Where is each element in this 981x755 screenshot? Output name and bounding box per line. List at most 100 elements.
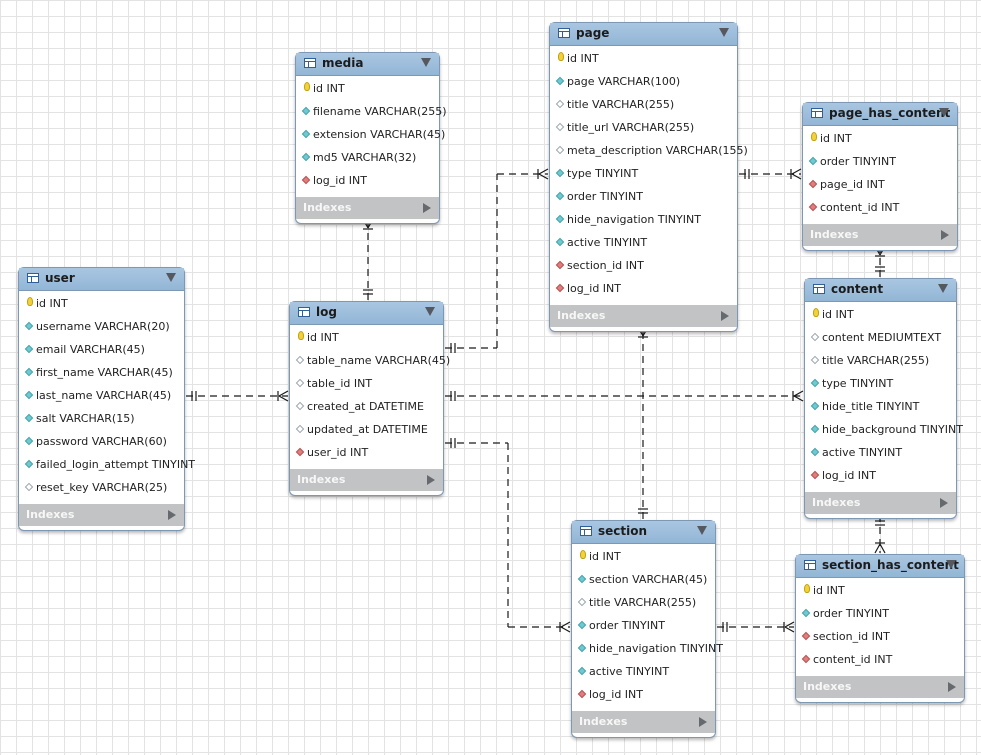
column-row[interactable]: log_id INT <box>805 464 956 487</box>
column-row[interactable]: user_id INT <box>290 441 443 464</box>
column-row[interactable]: table_name VARCHAR(45) <box>290 349 450 372</box>
column-row[interactable]: order TINYINT <box>796 602 964 625</box>
column-row[interactable]: order TINYINT <box>550 185 737 208</box>
collapse-triangle-icon[interactable] <box>697 526 707 535</box>
expand-triangle-icon[interactable] <box>423 203 431 213</box>
expand-triangle-icon[interactable] <box>168 510 176 520</box>
column-row[interactable]: last_name VARCHAR(45) <box>19 384 184 407</box>
column-row[interactable]: reset_key VARCHAR(25) <box>19 476 184 499</box>
column-row[interactable]: title_url VARCHAR(255) <box>550 116 737 139</box>
column-row[interactable]: hide_title TINYINT <box>805 395 956 418</box>
collapse-triangle-icon[interactable] <box>421 58 431 67</box>
column-row[interactable]: page_id INT <box>803 173 957 196</box>
table-header[interactable]: page_has_content <box>803 103 957 126</box>
indexes-section[interactable]: Indexes <box>296 197 439 219</box>
column-row[interactable]: active TINYINT <box>572 660 715 683</box>
column-row[interactable]: meta_description VARCHAR(155) <box>550 139 748 162</box>
column-row[interactable]: title VARCHAR(255) <box>572 591 715 614</box>
indexes-section[interactable]: Indexes <box>805 492 956 514</box>
column-row[interactable]: extension VARCHAR(45) <box>296 123 445 146</box>
column-row[interactable]: id INT <box>796 579 964 602</box>
column-row[interactable]: password VARCHAR(60) <box>19 430 184 453</box>
column-row[interactable]: id INT <box>803 127 957 150</box>
column-row[interactable]: created_at DATETIME <box>290 395 443 418</box>
table-header[interactable]: page <box>550 23 737 46</box>
cardinality-many-mark <box>538 173 549 180</box>
expand-triangle-icon[interactable] <box>948 682 956 692</box>
expand-triangle-icon[interactable] <box>427 475 435 485</box>
column-row[interactable]: filename VARCHAR(255) <box>296 100 447 123</box>
column-row[interactable]: updated_at DATETIME <box>290 418 443 441</box>
collapse-triangle-icon[interactable] <box>719 28 729 37</box>
table-header[interactable]: content <box>805 279 956 302</box>
column-label: first_name VARCHAR(45) <box>36 366 173 379</box>
expand-triangle-icon[interactable] <box>699 717 707 727</box>
column-row[interactable]: type TINYINT <box>550 162 737 185</box>
indexes-section[interactable]: Indexes <box>803 224 957 246</box>
expand-triangle-icon[interactable] <box>941 230 949 240</box>
column-row[interactable]: id INT <box>805 303 956 326</box>
column-row[interactable]: title VARCHAR(255) <box>550 93 737 116</box>
column-row[interactable]: section_id INT <box>550 254 737 277</box>
column-row[interactable]: hide_navigation TINYINT <box>550 208 737 231</box>
column-row[interactable]: table_id INT <box>290 372 443 395</box>
collapse-triangle-icon[interactable] <box>939 108 949 117</box>
expand-triangle-icon[interactable] <box>940 498 948 508</box>
indexes-section[interactable]: Indexes <box>796 676 964 698</box>
column-row[interactable]: title VARCHAR(255) <box>805 349 956 372</box>
column-row[interactable]: id INT <box>290 326 443 349</box>
expand-triangle-icon[interactable] <box>721 311 729 321</box>
column-row[interactable]: id INT <box>572 545 715 568</box>
column-row[interactable]: id INT <box>19 292 184 315</box>
column-row[interactable]: id INT <box>296 77 439 100</box>
table-header[interactable]: section <box>572 521 715 544</box>
not-null-diamond-icon <box>577 574 587 584</box>
column-row[interactable]: log_id INT <box>572 683 715 706</box>
indexes-section[interactable]: Indexes <box>19 504 184 526</box>
column-row[interactable]: md5 VARCHAR(32) <box>296 146 439 169</box>
column-row[interactable]: page VARCHAR(100) <box>550 70 737 93</box>
collapse-triangle-icon[interactable] <box>946 560 956 569</box>
cardinality-many-mark <box>791 173 802 180</box>
column-label: filename VARCHAR(255) <box>313 105 447 118</box>
primary-key-icon <box>304 82 310 91</box>
column-row[interactable]: username VARCHAR(20) <box>19 315 184 338</box>
column-row[interactable]: active TINYINT <box>550 231 737 254</box>
column-row[interactable]: content_id INT <box>803 196 957 219</box>
table-header[interactable]: log <box>290 302 443 325</box>
column-row[interactable]: first_name VARCHAR(45) <box>19 361 184 384</box>
table-header[interactable]: media <box>296 53 439 76</box>
column-row[interactable]: failed_login_attempt TINYINT <box>19 453 195 476</box>
column-row[interactable]: section_id INT <box>796 625 964 648</box>
column-row[interactable]: log_id INT <box>296 169 439 192</box>
column-row[interactable]: section VARCHAR(45) <box>572 568 715 591</box>
column-row[interactable]: hide_background TINYINT <box>805 418 963 441</box>
table-header[interactable]: user <box>19 268 184 291</box>
column-row[interactable]: type TINYINT <box>805 372 956 395</box>
column-row[interactable]: hide_navigation TINYINT <box>572 637 723 660</box>
table-header[interactable]: section_has_content <box>796 555 964 578</box>
collapse-triangle-icon[interactable] <box>166 273 176 282</box>
column-row[interactable]: salt VARCHAR(15) <box>19 407 184 430</box>
column-row[interactable]: id INT <box>550 47 737 70</box>
indexes-section[interactable]: Indexes <box>290 469 443 491</box>
indexes-section[interactable]: Indexes <box>550 305 737 327</box>
column-row[interactable]: log_id INT <box>550 277 737 300</box>
column-row[interactable]: order TINYINT <box>572 614 715 637</box>
column-row[interactable]: content_id INT <box>796 648 964 671</box>
column-row[interactable]: order TINYINT <box>803 150 957 173</box>
column-row[interactable]: active TINYINT <box>805 441 956 464</box>
collapse-triangle-icon[interactable] <box>938 284 948 293</box>
indexes-section[interactable]: Indexes <box>572 711 715 733</box>
collapse-triangle-icon[interactable] <box>425 307 435 316</box>
column-row[interactable]: content MEDIUMTEXT <box>805 326 956 349</box>
column-row[interactable]: email VARCHAR(45) <box>19 338 184 361</box>
